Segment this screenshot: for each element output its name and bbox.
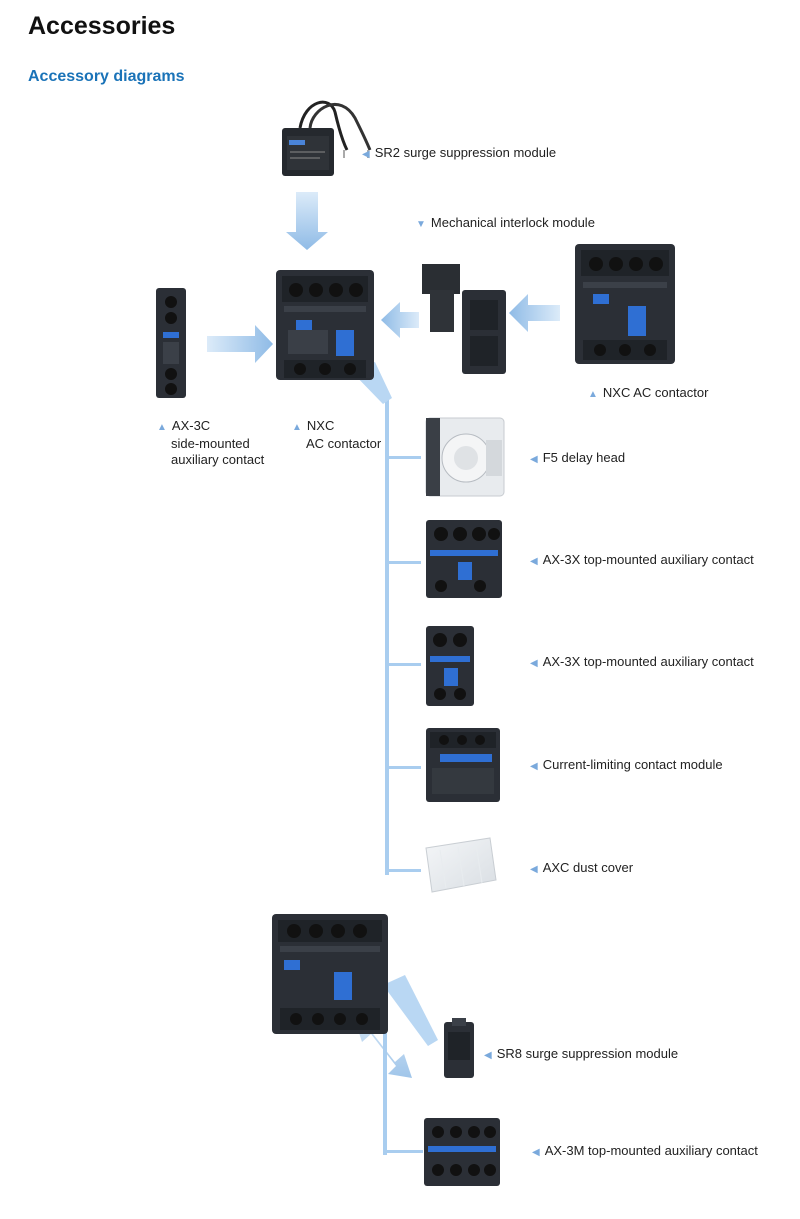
interlock-image — [422, 264, 506, 374]
bus-line-lower — [383, 1005, 387, 1155]
arrow-left-interlock — [381, 302, 419, 338]
left-triangle-icon: ◀ — [530, 658, 538, 669]
label-axc: ◀AXC dust cover — [530, 860, 634, 875]
bus-line-main — [385, 395, 389, 875]
current-limiting-image — [426, 728, 500, 802]
left-triangle-icon: ◀ — [530, 556, 538, 567]
page-title: Accessories — [28, 12, 176, 40]
section-subtitle: Accessory diagrams — [28, 68, 185, 85]
arrow-left-nxc — [509, 294, 560, 332]
ax3x-b-image — [426, 626, 474, 706]
branch-ax3x-b — [389, 663, 421, 666]
left-triangle-icon: ◀ — [484, 1050, 492, 1061]
label-ax3c: ▲AX-3C side-mounted auxiliary contact — [157, 418, 265, 467]
nxc-lower-contactor-image — [272, 914, 388, 1034]
label-interlock: ▼Mechanical interlock module — [416, 215, 595, 230]
nxc-right-contactor-image — [575, 244, 675, 364]
left-triangle-icon: ◀ — [530, 454, 538, 465]
left-triangle-icon: ◀ — [530, 864, 538, 875]
arrow-right-ax3c — [207, 325, 273, 363]
arrow-sr8 — [383, 975, 438, 1046]
label-ax3x-a: ◀AX-3X top-mounted auxiliary contact — [530, 552, 754, 567]
label-ax3x-b: ◀AX-3X top-mounted auxiliary contact — [530, 654, 754, 669]
branch-f5 — [389, 456, 421, 459]
ax3m-image — [424, 1118, 500, 1186]
nxc-main-contactor-image — [276, 270, 374, 380]
label-nxc-main: ▲NXC AC contactor — [292, 418, 382, 451]
branch-ax3x-a — [389, 561, 421, 564]
branch-ax3m — [387, 1150, 423, 1153]
up-triangle-icon: ▲ — [292, 422, 302, 433]
branch-current-limiting — [389, 766, 421, 769]
sr2-module-image — [282, 100, 372, 176]
ax3c-image — [156, 288, 186, 398]
label-f5: ◀F5 delay head — [530, 450, 626, 465]
axc-dust-cover-image — [425, 837, 497, 893]
ax3x-a-image — [426, 520, 502, 598]
label-sr8: ◀SR8 surge suppression module — [484, 1046, 679, 1061]
f5-delay-head-image — [425, 417, 505, 497]
up-triangle-icon: ▲ — [157, 422, 167, 433]
down-triangle-icon: ▼ — [416, 219, 426, 230]
label-nxc-right: ▲NXC AC contactor — [588, 385, 709, 400]
branch-axc — [389, 869, 421, 872]
left-triangle-icon: ◀ — [532, 1147, 540, 1158]
left-triangle-icon: ◀ — [362, 149, 370, 160]
up-triangle-icon: ▲ — [588, 389, 598, 400]
sr8-module-image — [444, 1018, 474, 1078]
left-triangle-icon: ◀ — [530, 761, 538, 772]
label-sr2: ◀SR2 surge suppression module — [362, 145, 557, 160]
label-ax3m: ◀AX-3M top-mounted auxiliary contact — [532, 1143, 758, 1158]
label-current-limiting: ◀Current-limiting contact module — [530, 757, 723, 772]
arrow-down-sr2 — [286, 192, 328, 250]
